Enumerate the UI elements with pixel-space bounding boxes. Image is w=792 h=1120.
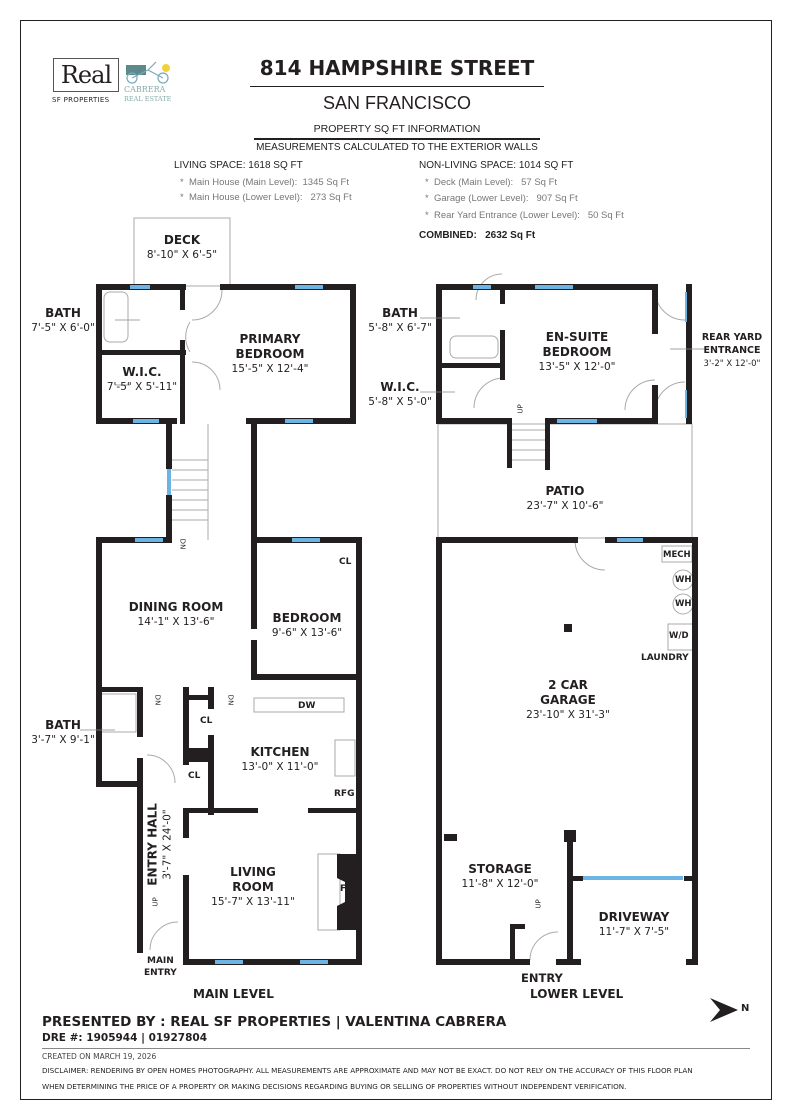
info-title: PROPERTY SQ FT INFORMATION [313, 123, 481, 135]
closet-label: CL [339, 557, 352, 567]
nonliving-item: * Garage (Lower Level): 907 Sq Ft [425, 193, 578, 204]
lower-level-label: LOWER LEVEL [530, 987, 624, 1001]
dishwasher-label: DW [298, 701, 316, 711]
laundry-label: LAUNDRY [641, 653, 689, 663]
combined-value: 2632 Sq Ft [485, 230, 536, 241]
created-date: CREATED ON MARCH 19, 2026 [42, 1052, 157, 1061]
item-label: Rear Yard Entrance (Lower Level): [433, 210, 580, 221]
item-value: 907 Sq Ft [536, 193, 578, 204]
cabrera-logo: CABRERA [124, 85, 166, 94]
door-swing [146, 539, 606, 961]
stairs-up-label: UP [534, 899, 543, 909]
divider [254, 138, 540, 140]
door-swing [185, 289, 223, 391]
item-value: 1345 Sq Ft [302, 177, 349, 188]
bathtub-icon [103, 291, 129, 343]
combined-sqft: COMBINED: 2632 Sq Ft [419, 230, 535, 241]
door-swing [473, 273, 686, 413]
disclaimer-line-1: DISCLAIMER: RENDERING BY OPEN HOMES PHOT… [42, 1066, 693, 1075]
presented-by: PRESENTED BY : REAL SF PROPERTIES | VALE… [42, 1014, 507, 1030]
refrigerator-label: RFG [334, 789, 355, 799]
patio-outline [437, 423, 693, 539]
item-label: Main House (Main Level): [188, 177, 298, 188]
divider [250, 86, 544, 87]
walls [96, 284, 698, 965]
real-logo: Real [53, 58, 119, 92]
main-entry-label: MAIN ENTRY [144, 956, 177, 978]
closet-label: CL [188, 771, 201, 781]
living-item: * Main House (Main Level): 1345 Sq Ft [180, 177, 349, 188]
item-value: 57 Sq Ft [521, 177, 558, 188]
item-label: Main House (Lower Level): [188, 192, 303, 203]
address-title: 814 HAMPSHIRE STREET [259, 56, 535, 80]
stairs-down-label: DN [153, 694, 162, 706]
item-value: 50 Sq Ft [587, 210, 624, 221]
nonliving-item: * Deck (Main Level): 57 Sq Ft [425, 177, 558, 188]
stove-icon [334, 739, 356, 777]
windows [130, 285, 687, 964]
nonliving-space-title: NON-LIVING SPACE: 1014 SQ FT [419, 160, 574, 171]
main-stairs [172, 424, 209, 540]
room-wic-main: W.I.C.7'-5" X 5'-11" [106, 365, 178, 393]
stairs-down-label: DN [178, 538, 187, 550]
north-arrow-icon [710, 998, 738, 1022]
combined-label: COMBINED: [419, 230, 477, 241]
leader-lines [80, 317, 705, 731]
north-label: N [741, 1003, 750, 1014]
room-wic-lower: W.I.C.5'-8" X 5'-0" [368, 380, 432, 408]
disclaimer-line-2: WHEN DETERMINING THE PRICE OF A PROPERTY… [42, 1082, 627, 1091]
fireplace-hearth [317, 853, 341, 931]
stairs-down-label: DN [226, 694, 235, 706]
living-space-title: LIVING SPACE: 1618 SQ FT [174, 160, 303, 171]
item-value: 273 Sq Ft [310, 192, 352, 203]
stairs-up-label: UP [516, 404, 525, 414]
bathtub-icon [449, 335, 499, 359]
closet-label: CL [200, 716, 213, 726]
cabrera-logo-subtitle: REAL ESTATE [124, 95, 172, 103]
dre-numbers: DRE #: 1905944 | 01927804 [42, 1032, 208, 1044]
living-item: * Main House (Lower Level): 273 Sq Ft [180, 192, 352, 203]
water-heater-label: WH [675, 599, 692, 609]
divider [42, 1048, 750, 1049]
city-title: SAN FRANCISCO [322, 93, 472, 113]
stairs-up-label: UP [151, 897, 160, 907]
washer-dryer-label: W/D [669, 631, 689, 641]
entry-label: ENTRY [521, 971, 563, 985]
shower-icon [99, 693, 137, 733]
info-note: MEASUREMENTS CALCULATED TO THE EXTERIOR … [256, 142, 538, 153]
item-label: Garage (Lower Level): [433, 193, 529, 204]
water-heater-label: WH [675, 575, 692, 585]
real-logo-subtitle: SF PROPERTIES [52, 96, 110, 104]
lower-stairs [512, 429, 546, 461]
mech-label: MECH [663, 550, 691, 560]
item-label: Deck (Main Level): [433, 177, 514, 188]
nonliving-item: * Rear Yard Entrance (Lower Level): 50 S… [425, 210, 624, 221]
page-frame [20, 20, 772, 1100]
fireplace-label: FP [340, 884, 353, 894]
main-level-label: MAIN LEVEL [193, 987, 274, 1001]
kitchen-counter [253, 697, 345, 713]
